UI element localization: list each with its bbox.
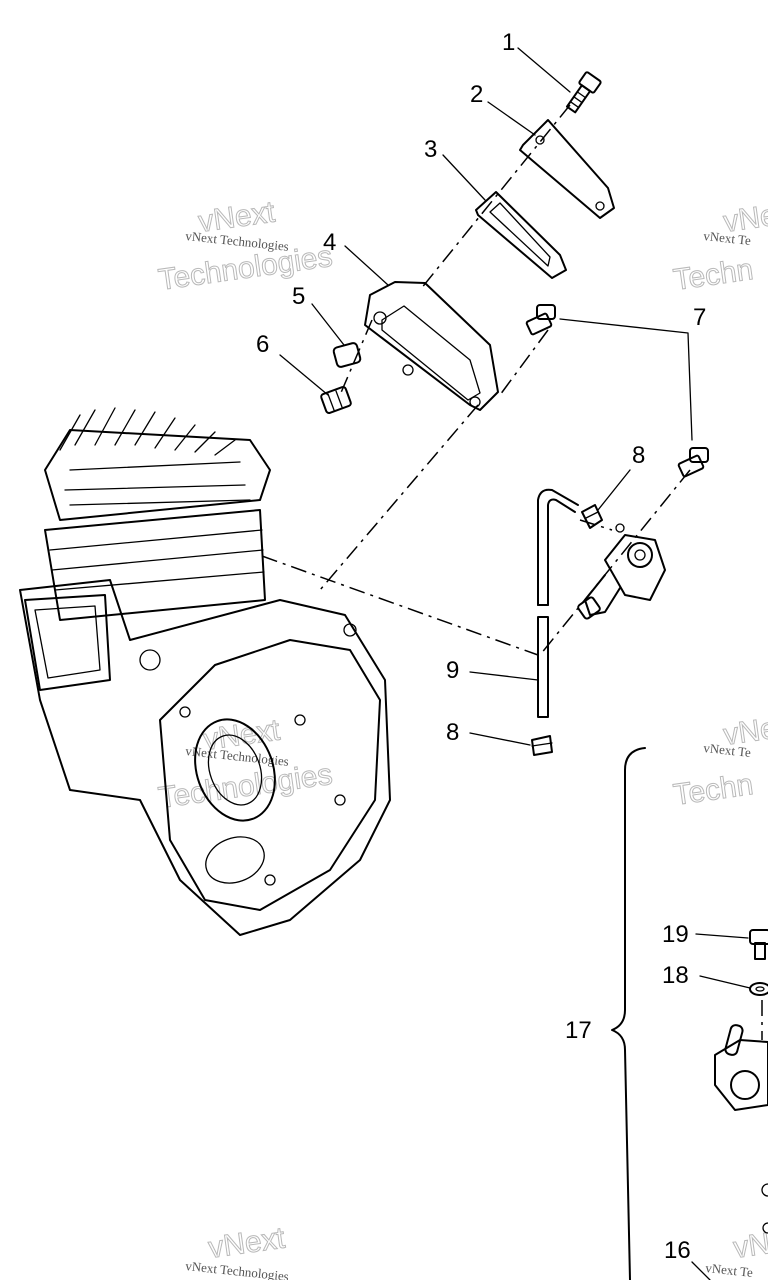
inset-bracket bbox=[611, 747, 646, 1280]
callout-4: 4 bbox=[323, 229, 336, 256]
part-6-spring-pin bbox=[320, 386, 352, 414]
callout-19: 19 bbox=[662, 921, 689, 948]
callout-16: 16 bbox=[664, 1237, 691, 1264]
svg-text:Technologies: Technologies bbox=[156, 758, 334, 815]
svg-text:Techn: Techn bbox=[671, 253, 755, 297]
svg-text:vNext Te: vNext Te bbox=[703, 740, 752, 760]
callout-2: 2 bbox=[470, 81, 483, 108]
part-5-bushing bbox=[332, 342, 362, 368]
callout-18: 18 bbox=[662, 962, 689, 989]
callout-17: 17 bbox=[565, 1017, 592, 1044]
svg-text:Techn: Techn bbox=[671, 768, 755, 812]
callout-3: 3 bbox=[424, 136, 437, 163]
callout-8-lower: 8 bbox=[446, 719, 459, 746]
svg-text:vNext Te: vNext Te bbox=[703, 228, 752, 248]
part-19-screw bbox=[749, 929, 768, 960]
watermark-top-left: vNext vNext Technologies Technologies bbox=[156, 195, 335, 297]
part-9-hose bbox=[537, 488, 579, 718]
part-8-clamp-lower bbox=[531, 735, 553, 756]
part-7-screw-lower bbox=[677, 447, 709, 478]
watermark-middle: vNext vNext Technologies Technologies bbox=[156, 713, 335, 815]
watermark-bottom-left: vNext vNext Technologies bbox=[185, 1221, 290, 1280]
watermark-bottom-right: vNext vNext Te bbox=[705, 1221, 768, 1280]
callout-1: 1 bbox=[502, 29, 515, 56]
part-1-bolt bbox=[565, 71, 602, 114]
callout-labels: 1 2 3 4 5 6 7 8 9 8 19 18 17 16 bbox=[256, 29, 706, 1264]
watermark-middle-right: vNext vNext Te Techn bbox=[671, 708, 768, 812]
callout-9: 9 bbox=[446, 657, 459, 684]
part-8-clamp-upper bbox=[581, 504, 603, 529]
svg-text:vNext: vNext bbox=[206, 1221, 287, 1264]
inset-oil-pump bbox=[714, 1000, 768, 1234]
part-3-gasket bbox=[475, 191, 567, 279]
svg-text:vNext Technologies: vNext Technologies bbox=[185, 1258, 290, 1280]
part-7-screw-upper bbox=[525, 304, 556, 336]
part-4-housing bbox=[364, 281, 499, 411]
watermark-top-right: vNext vNext Te Techn bbox=[671, 195, 768, 297]
part-2-cover-plate bbox=[519, 119, 615, 219]
svg-text:vNext Te: vNext Te bbox=[705, 1260, 754, 1280]
oil-pump bbox=[577, 523, 666, 620]
assembly-centerlines bbox=[261, 104, 691, 656]
callout-8-upper: 8 bbox=[632, 442, 645, 469]
engine-block bbox=[19, 407, 391, 936]
part-18-washer bbox=[749, 982, 768, 996]
callout-7: 7 bbox=[693, 304, 706, 331]
callout-5: 5 bbox=[292, 283, 305, 310]
callout-6: 6 bbox=[256, 331, 269, 358]
leader-lines bbox=[279, 47, 751, 1280]
